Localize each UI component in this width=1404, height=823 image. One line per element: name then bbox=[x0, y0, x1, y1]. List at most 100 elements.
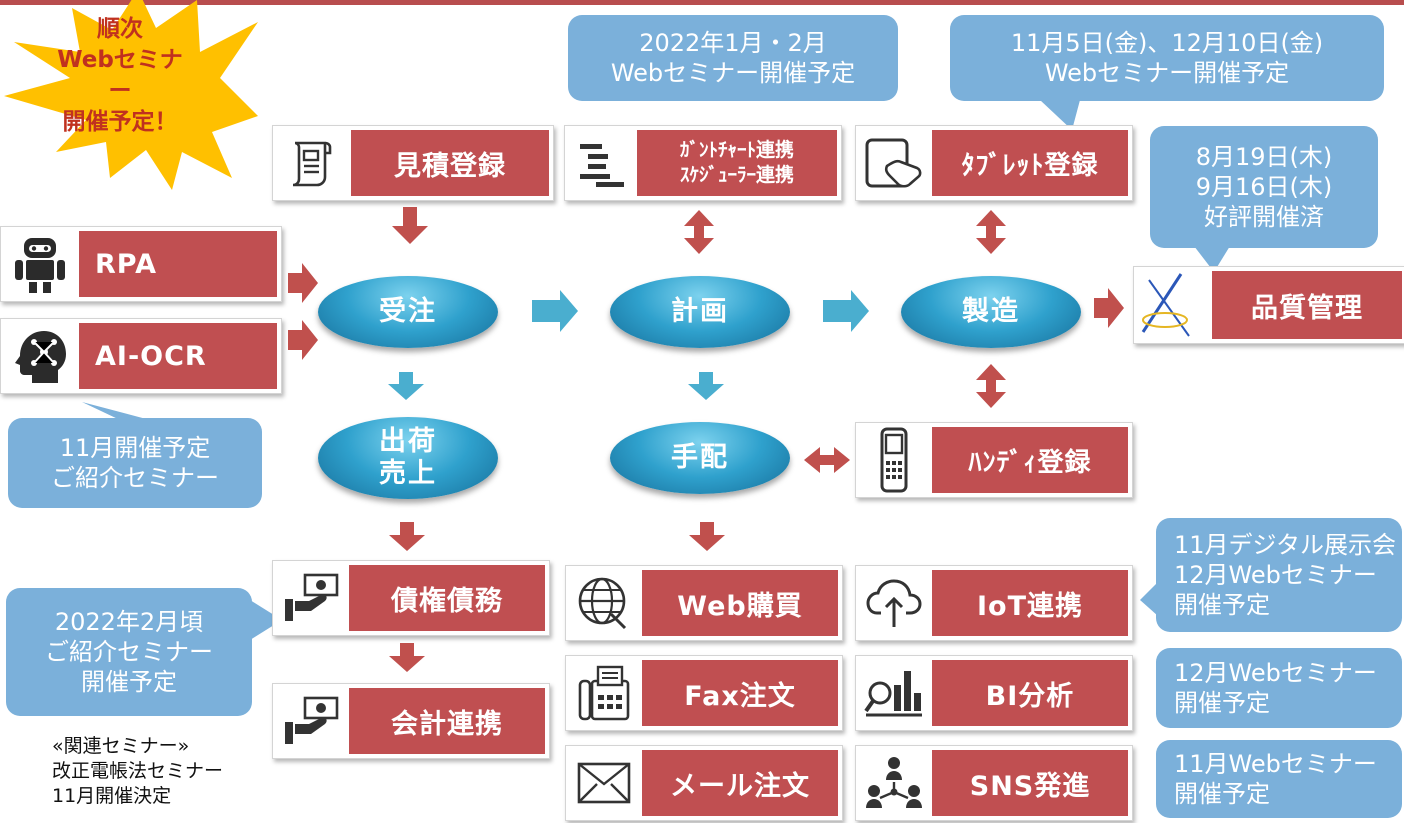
callout-line: 12月Webセミナー bbox=[1174, 561, 1377, 589]
document-scroll-icon bbox=[273, 126, 349, 200]
callout-line: 12月Webセミナー bbox=[1174, 659, 1377, 687]
callout-line: 9月16日(木) bbox=[1195, 173, 1333, 201]
callout-line: 開催予定 bbox=[1174, 780, 1270, 808]
note-line: 11月開催決定 bbox=[52, 785, 172, 807]
module-receivables[interactable]: 債権債務 bbox=[272, 560, 550, 636]
arrow-down bbox=[389, 522, 425, 551]
arrow-down bbox=[688, 372, 724, 400]
gantt-label-line1: ｶﾞﾝﾄﾁｬｰﾄ連携 bbox=[679, 139, 794, 161]
callout-line: 好評開催済 bbox=[1204, 203, 1324, 231]
gantt-chart-icon bbox=[565, 126, 637, 200]
starburst-shape bbox=[4, 0, 258, 190]
module-quality-label: 品質管理 bbox=[1212, 271, 1402, 339]
arrow-down bbox=[689, 522, 725, 551]
callout-line: 開催予定 bbox=[1174, 591, 1270, 619]
arrow-double bbox=[976, 364, 1006, 408]
burst-line-2: Webセミナー bbox=[57, 47, 183, 104]
robot-icon bbox=[1, 227, 79, 301]
module-handy[interactable]: ﾊﾝﾃﾞｨ登録 bbox=[855, 422, 1133, 498]
tablet-touch-icon bbox=[856, 126, 932, 200]
callout-iot-seminar: 11月デジタル展示会 12月Webセミナー 開催予定 bbox=[1156, 518, 1402, 632]
module-sns-label: SNS発進 bbox=[932, 750, 1128, 816]
callout-tail bbox=[1140, 582, 1158, 616]
module-bi[interactable]: BI分析 bbox=[855, 655, 1133, 731]
arrow-double bbox=[684, 210, 714, 254]
arrow-down bbox=[392, 207, 428, 244]
callout-line: 8月19日(木) bbox=[1195, 143, 1333, 171]
money-hand-icon bbox=[273, 684, 349, 758]
module-rpa-label: RPA bbox=[79, 231, 277, 297]
callout-line: 11月5日(金)、12月10日(金) bbox=[1010, 29, 1324, 57]
node-sales-label: 売上 bbox=[379, 458, 437, 489]
node-ship-sales[interactable]: 出荷 売上 bbox=[318, 417, 498, 499]
module-iot[interactable]: IoT連携 bbox=[855, 565, 1133, 641]
exsite-designer-logo bbox=[1134, 267, 1212, 343]
callout-bi-seminar: 12月Webセミナー 開催予定 bbox=[1156, 648, 1402, 728]
module-receivables-label: 債権債務 bbox=[349, 565, 545, 631]
callout-tail bbox=[82, 402, 150, 420]
arrow-right bbox=[823, 290, 869, 332]
callout-line: Webセミナー開催予定 bbox=[1044, 59, 1290, 87]
callout-line: Webセミナー開催予定 bbox=[610, 59, 856, 87]
note-line: «関連セミナー» bbox=[52, 735, 190, 757]
module-mail-order[interactable]: メール注文 bbox=[565, 745, 843, 821]
node-plan[interactable]: 計画 bbox=[610, 276, 790, 348]
analytics-icon bbox=[856, 656, 932, 730]
module-web-purchase-label: Web購買 bbox=[642, 570, 838, 636]
handy-terminal-icon bbox=[856, 423, 932, 497]
module-quality[interactable]: 品質管理 bbox=[1133, 266, 1404, 344]
node-order-label: 受注 bbox=[379, 296, 437, 327]
module-fax-order[interactable]: Fax注文 bbox=[565, 655, 843, 731]
callout-tail bbox=[1194, 246, 1230, 272]
callout-line: ご紹介セミナー bbox=[45, 638, 213, 666]
callout-tail bbox=[1040, 100, 1080, 130]
callout-line: 開催予定 bbox=[1174, 689, 1270, 717]
note-line: 改正電帳法セミナー bbox=[52, 760, 224, 782]
arrow-right bbox=[288, 263, 318, 303]
module-gantt-label: ｶﾞﾝﾄﾁｬｰﾄ連携 ｽｹｼﾞｭｰﾗｰ連携 bbox=[637, 130, 837, 196]
callout-line: 11月開催予定 bbox=[59, 434, 211, 462]
callout-line: 11月Webセミナー bbox=[1174, 750, 1377, 778]
module-gantt-scheduler[interactable]: ｶﾞﾝﾄﾁｬｰﾄ連携 ｽｹｼﾞｭｰﾗｰ連携 bbox=[564, 125, 842, 201]
fax-icon bbox=[566, 656, 642, 730]
module-sns[interactable]: SNS発進 bbox=[855, 745, 1133, 821]
envelope-icon bbox=[566, 746, 642, 820]
ai-head-icon bbox=[1, 319, 79, 393]
arrow-down bbox=[389, 643, 425, 672]
arrow-right bbox=[1094, 288, 1124, 328]
network-people-icon bbox=[856, 746, 932, 820]
module-aiocr[interactable]: AI-OCR bbox=[0, 318, 282, 394]
node-order[interactable]: 受注 bbox=[318, 276, 498, 348]
globe-icon bbox=[566, 566, 642, 640]
node-arrange-label: 手配 bbox=[671, 442, 729, 473]
module-accounting-label: 会計連携 bbox=[349, 688, 545, 754]
burst-line-3: 開催予定！ bbox=[62, 109, 178, 135]
node-manufacture[interactable]: 製造 bbox=[901, 276, 1081, 348]
module-aiocr-label: AI-OCR bbox=[79, 323, 277, 389]
node-arrange[interactable]: 手配 bbox=[610, 422, 790, 494]
module-fax-order-label: Fax注文 bbox=[642, 660, 838, 726]
callout-tail bbox=[250, 600, 282, 640]
module-web-purchase[interactable]: Web購買 bbox=[565, 565, 843, 641]
money-hand-icon bbox=[273, 561, 349, 635]
module-accounting[interactable]: 会計連携 bbox=[272, 683, 550, 759]
module-mail-order-label: メール注文 bbox=[642, 750, 838, 816]
callout-line: 2022年1月・2月 bbox=[639, 29, 827, 57]
module-tablet[interactable]: ﾀﾌﾞﾚｯﾄ登録 bbox=[855, 125, 1133, 201]
module-rpa[interactable]: RPA bbox=[0, 226, 282, 302]
gantt-label-line2: ｽｹｼﾞｭｰﾗｰ連携 bbox=[679, 164, 794, 186]
module-estimate-label: 見積登録 bbox=[351, 130, 549, 196]
callout-sns-seminar: 11月Webセミナー 開催予定 bbox=[1156, 740, 1402, 818]
module-iot-label: IoT連携 bbox=[932, 570, 1128, 636]
module-tablet-label: ﾀﾌﾞﾚｯﾄ登録 bbox=[932, 130, 1128, 196]
arrow-right bbox=[532, 290, 578, 332]
module-estimate[interactable]: 見積登録 bbox=[272, 125, 554, 201]
related-seminar-note: «関連セミナー» 改正電帳法セミナー 11月開催決定 bbox=[52, 734, 223, 809]
callout-quality-seminar: 8月19日(木) 9月16日(木) 好評開催済 bbox=[1150, 126, 1378, 248]
callout-line: ご紹介セミナー bbox=[51, 464, 219, 492]
callout-line: 開催予定 bbox=[81, 668, 177, 696]
cloud-upload-icon bbox=[856, 566, 932, 640]
callout-ai-seminar: 11月開催予定 ご紹介セミナー bbox=[8, 418, 262, 508]
node-manufacture-label: 製造 bbox=[962, 296, 1020, 327]
